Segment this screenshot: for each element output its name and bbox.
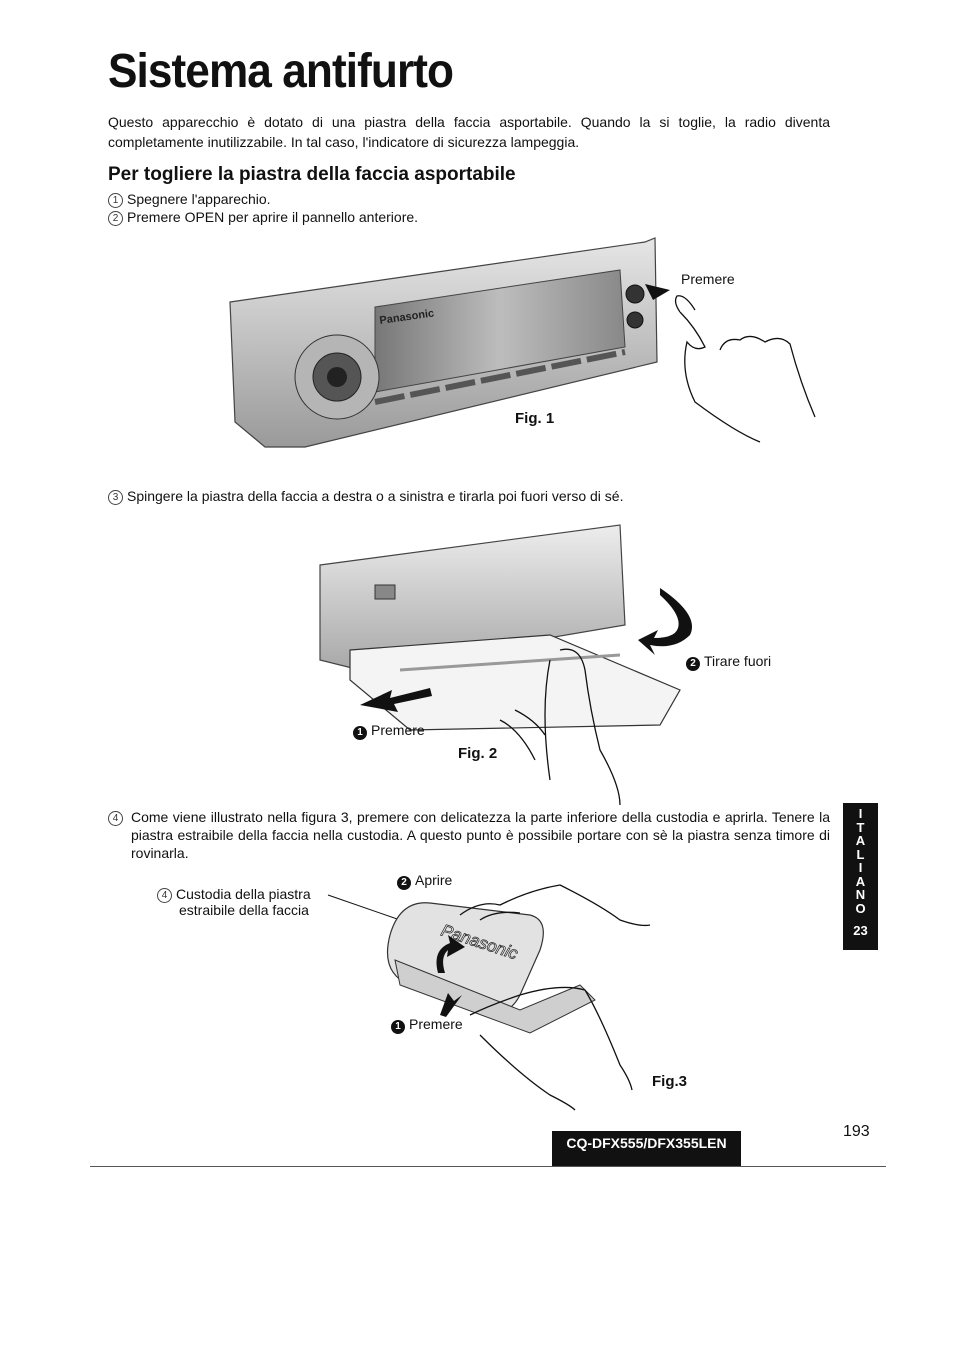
step-2-text: Premere OPEN per aprire il pannello ante… (127, 209, 419, 225)
step-3: 3 Spingere la piastra della faccia a dest… (108, 487, 623, 505)
tab-letter: N (855, 887, 866, 902)
page-number: 193 (843, 1123, 870, 1140)
tab-letter: T (856, 819, 865, 835)
step-4-number: 4 (108, 811, 123, 826)
fig3-callout-aprire: 2 Aprire (397, 872, 452, 890)
tab-page-number: 23 (853, 923, 868, 938)
fig3-case-line2: estraibile della faccia (179, 902, 309, 918)
tab-letter: I (858, 860, 863, 875)
stereo-knob-center (327, 367, 347, 387)
holding-hand (499, 648, 621, 806)
leader-line (327, 894, 401, 921)
fig3-aprire-text: Aprire (415, 872, 453, 888)
holding-hand-bottom (469, 986, 633, 1111)
figure-1-illustration: Panasonic (229, 237, 816, 448)
fig3-marker-2: 2 (397, 876, 411, 890)
fig2-marker-2: 2 (686, 657, 700, 671)
fig3-marker-1: 1 (391, 1020, 405, 1034)
fig1-label: Fig. 1 (515, 410, 555, 427)
model-number-badge: CQ-DFX555/DFX355LEN (552, 1131, 741, 1167)
open-arrow-icon (436, 935, 465, 973)
fig2-callout-premere: 1 Premere (353, 722, 425, 740)
fig2-tirare-text: Tirare fuori (704, 653, 772, 669)
pointing-hand (679, 311, 816, 443)
tab-letter: A (855, 833, 866, 848)
push-arrow-icon (360, 688, 432, 712)
fig3-label: Fig.3 (652, 1073, 688, 1090)
fig3-case-label: 4 Custodia della piastra estraibile della… (157, 887, 311, 918)
tab-letter: O (855, 900, 866, 916)
step-2: 2 Premere OPEN per aprire il pannello ant… (108, 208, 418, 226)
fig3-premere-text: Premere (409, 1016, 463, 1032)
step-4: 4 Come viene illustrato nella figura 3, p… (108, 808, 830, 862)
step-4-text: Come viene illustrato nella figura 3, pr… (131, 809, 830, 861)
step-1: 1 Spegnere l'apparechio. (108, 190, 271, 208)
fig3-callout-premere: 1 Premere (391, 1016, 463, 1034)
detached-faceplate (349, 634, 681, 731)
fig2-marker-1: 1 (353, 726, 367, 740)
intro-paragraph: Questo apparecchio è dotato di una piast… (108, 114, 830, 150)
language-tab: I T A L I A N O 23 (843, 803, 878, 950)
open-button (625, 284, 645, 304)
figure-2-illustration (319, 524, 692, 806)
section-heading: Per togliere la piastra della faccia asp… (108, 164, 516, 185)
figure-3-illustration: Panasonic (327, 884, 651, 1111)
page-title: Sistema antifurto (108, 45, 454, 98)
fig3-case-line1: Custodia della piastra (176, 886, 311, 902)
pull-arrow-icon (638, 588, 692, 655)
step-1-number: 1 (108, 193, 123, 208)
step-1-text: Spegnere l'apparechio. (127, 191, 271, 207)
footer-rule (90, 1166, 886, 1167)
fig2-premere-text: Premere (371, 722, 425, 738)
fig2-label: Fig. 2 (458, 745, 498, 762)
tab-letter: L (856, 846, 865, 862)
tab-letter: I (858, 806, 863, 821)
fig1-callout-premere: Premere (681, 271, 735, 287)
step-3-number: 3 (108, 490, 123, 505)
step-2-number: 2 (108, 211, 123, 226)
fig3-case-number: 4 (157, 888, 172, 903)
holding-hand-top (459, 884, 651, 927)
tab-letter: A (855, 873, 866, 889)
fig2-callout-tirare: 2 Tirare fuori (686, 653, 771, 671)
arrow-icon (645, 284, 670, 300)
press-arrow-icon (440, 993, 462, 1017)
step-3-text: Spingere la piastra della faccia a destr… (127, 488, 624, 504)
